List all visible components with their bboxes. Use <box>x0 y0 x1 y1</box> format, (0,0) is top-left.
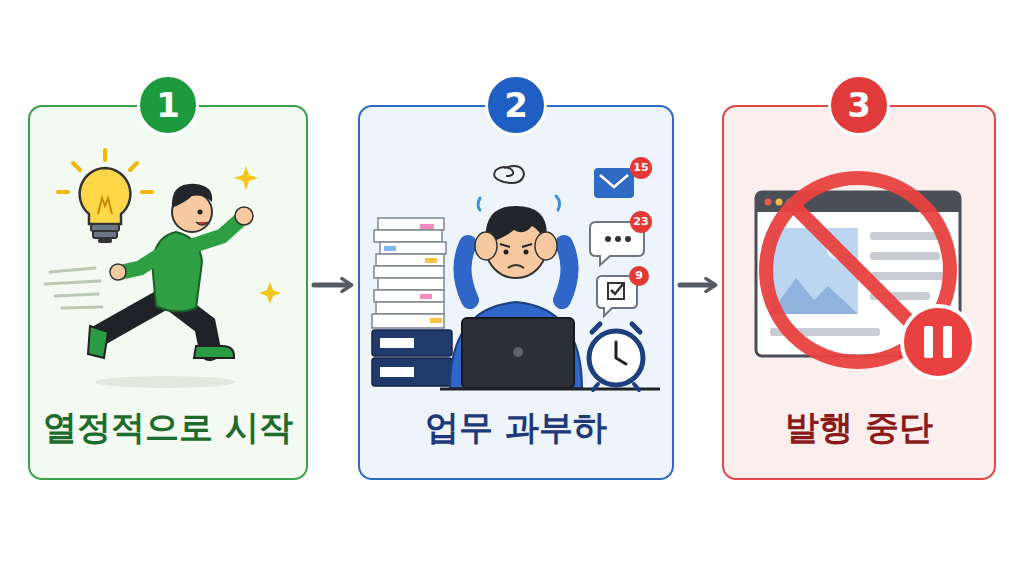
running-man <box>45 184 253 388</box>
pause-button <box>902 306 974 378</box>
panel-ground <box>29 106 307 479</box>
panel-ground <box>723 106 995 479</box>
badge-count: 23 <box>630 214 652 230</box>
flow-arrow <box>680 283 714 288</box>
sparkle <box>234 166 281 304</box>
lightbulb-icon <box>58 150 152 243</box>
task-icon <box>597 266 649 316</box>
badge-count: 15 <box>630 160 652 176</box>
stage-title: 발행 중단 <box>785 407 933 448</box>
step-number-circle: 1 <box>137 74 199 136</box>
stage-panel: 업무 과부하2 <box>358 105 674 480</box>
chat-icon <box>590 211 652 265</box>
step-number-circle: 2 <box>485 74 547 136</box>
mail-icon <box>594 157 652 198</box>
alarm-clock <box>589 324 643 390</box>
step-number: 2 <box>504 88 528 122</box>
stage-title: 업무 과부하 <box>425 407 607 448</box>
flow-arrow <box>314 283 350 288</box>
badge-count: 9 <box>628 268 650 284</box>
step-number-circle: 3 <box>828 74 890 136</box>
step-number: 3 <box>847 88 871 122</box>
stage-panel: 열정적으로 시작1 <box>28 105 308 480</box>
panel-ground <box>359 106 673 479</box>
paper-stack <box>372 218 452 386</box>
stage-title: 열정적으로 시작 <box>43 407 293 448</box>
stage-panel: 발행 중단3 <box>722 105 996 480</box>
step-number: 1 <box>156 88 180 122</box>
stressed-man <box>440 166 660 389</box>
